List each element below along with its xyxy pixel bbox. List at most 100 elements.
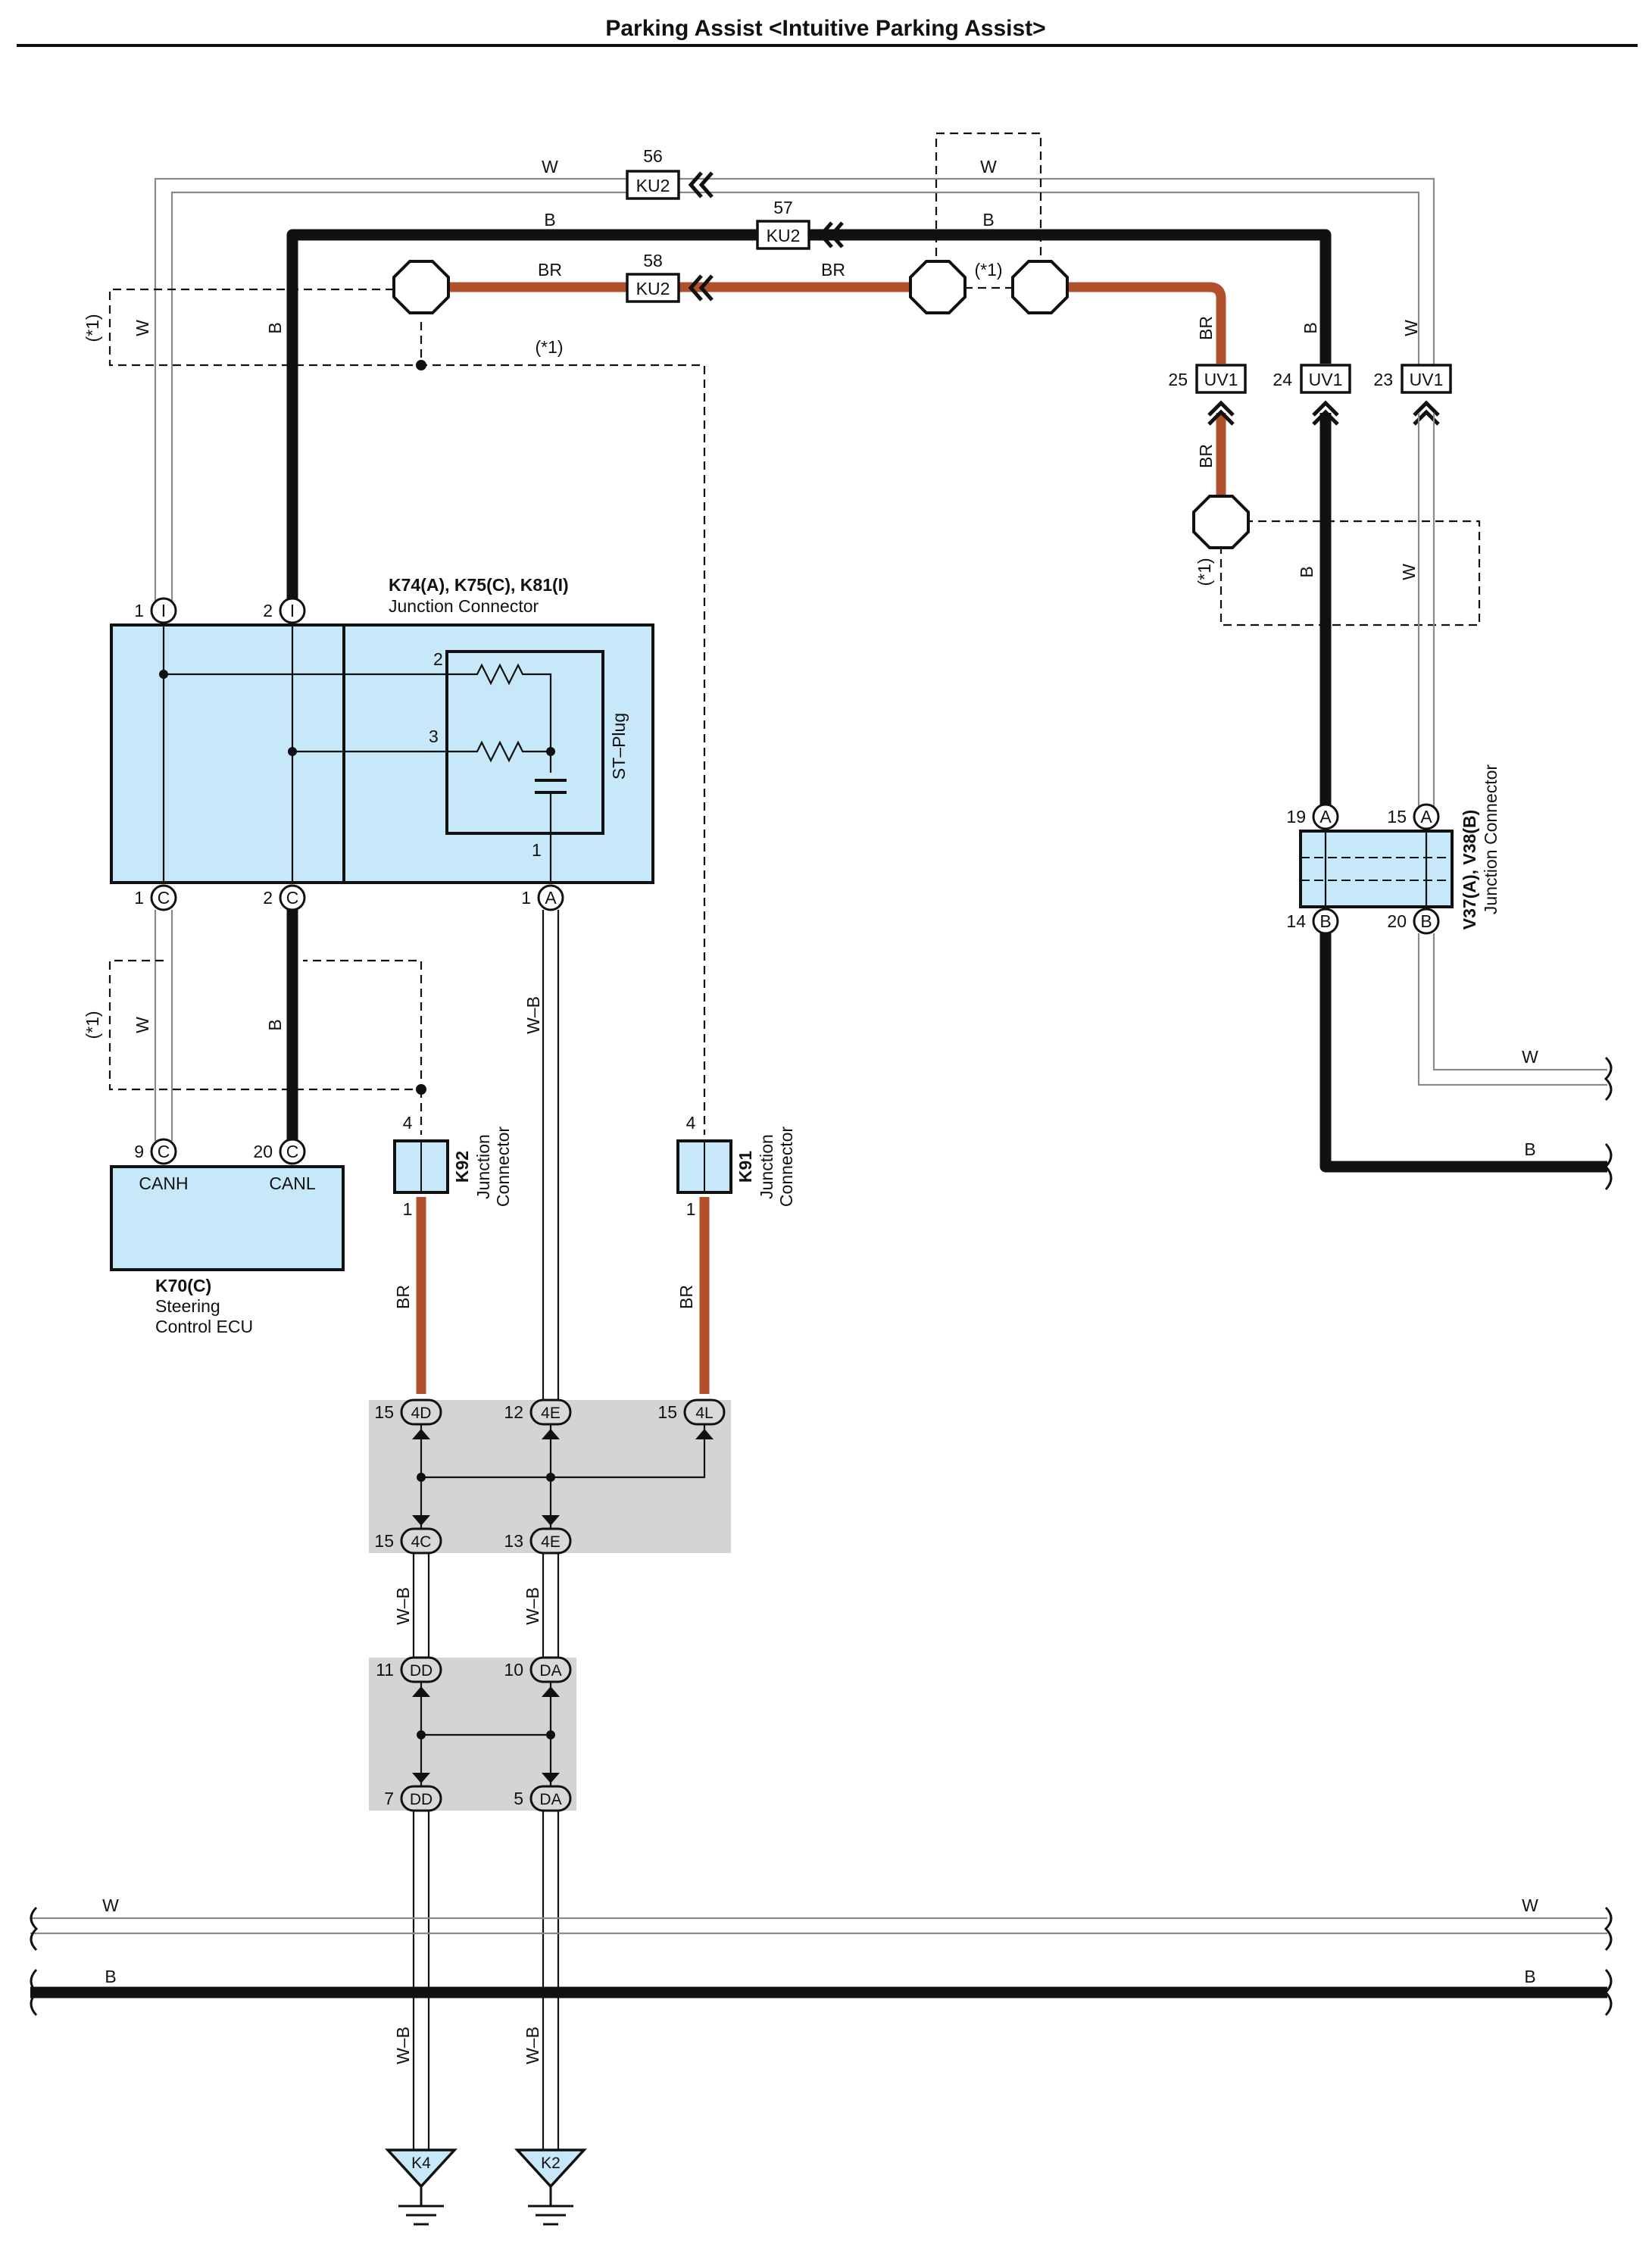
svg-text:I: I xyxy=(290,601,295,620)
label-wb-k74: W–B xyxy=(523,996,543,1034)
label-b-right-exit: B xyxy=(1524,1139,1535,1159)
v38-pin-14b: B 14 xyxy=(1286,908,1339,935)
k70-desc-1: Steering xyxy=(155,1296,220,1316)
k74-desc: Junction Connector xyxy=(389,596,539,616)
svg-text:4E: 4E xyxy=(541,1533,561,1551)
svg-text:24: 24 xyxy=(1273,370,1292,389)
ku2-connector-58: KU2 58 xyxy=(626,251,714,303)
ground-k2: K2 xyxy=(514,2148,587,2226)
svg-text:14: 14 xyxy=(1286,911,1306,931)
k74-pin-1-top: I 1 xyxy=(134,597,177,624)
label-w-right-1: W xyxy=(1401,320,1421,336)
label-b-top-right: B xyxy=(982,210,994,230)
junction2-pin-da-top: DA 10 xyxy=(504,1656,572,1683)
uv1-connector-24: UV1 24 xyxy=(1273,364,1351,426)
bus-break-left-b xyxy=(30,1968,39,2017)
label-br-k91: BR xyxy=(676,1285,696,1309)
svg-text:20: 20 xyxy=(1387,911,1407,931)
svg-text:57: 57 xyxy=(773,198,793,217)
bus-break-left-w xyxy=(30,1906,39,1952)
wire-wb-j1-j2-right xyxy=(542,1553,560,1658)
svg-text:A: A xyxy=(545,888,557,908)
svg-text:7: 7 xyxy=(384,1789,394,1808)
break-right-b xyxy=(1604,1142,1613,1191)
label-b-left-top: B xyxy=(265,322,285,333)
svg-text:UV1: UV1 xyxy=(1309,370,1343,389)
svg-text:4C: 4C xyxy=(411,1533,432,1551)
label-br-right-2: BR xyxy=(1196,444,1216,468)
break-right-w xyxy=(1604,1056,1613,1102)
svg-text:13: 13 xyxy=(504,1531,523,1551)
label-wb-j1-right: W–B xyxy=(523,1587,542,1625)
svg-text:K4: K4 xyxy=(411,2155,431,2172)
label-wb-ground-right: W–B xyxy=(523,2027,542,2064)
label-wb-ground-left: W–B xyxy=(393,2027,413,2064)
svg-text:KU2: KU2 xyxy=(767,226,801,245)
k92-junction-connector: 4 1 K92 Junction Connector xyxy=(393,1113,513,1219)
svg-text:10: 10 xyxy=(504,1660,523,1680)
svg-text:KU2: KU2 xyxy=(636,279,670,298)
svg-text:23: 23 xyxy=(1373,370,1393,389)
junction1-pin-4d: 4D 15 xyxy=(374,1398,442,1426)
svg-text:C: C xyxy=(158,1142,170,1161)
junction2-pin-da-bottom: DA 5 xyxy=(514,1785,572,1812)
junction2-pin-dd-top: DD 11 xyxy=(376,1656,442,1683)
svg-text:20: 20 xyxy=(253,1142,273,1161)
svg-text:4D: 4D xyxy=(411,1405,432,1422)
k74-junction-connector: 2 3 1 ST–Plug xyxy=(110,623,654,884)
svg-text:4E: 4E xyxy=(541,1405,561,1422)
k70-steering-ecu: CANH CANL xyxy=(110,1165,345,1271)
wire-w-top-outer xyxy=(154,177,1435,611)
svg-text:CANL: CANL xyxy=(269,1173,316,1193)
junction-block-2 xyxy=(369,1658,576,1811)
svg-text:1: 1 xyxy=(521,888,531,908)
svg-text:Connector: Connector xyxy=(776,1127,796,1207)
svg-text:UV1: UV1 xyxy=(1204,370,1238,389)
svg-text:15: 15 xyxy=(657,1402,677,1422)
shield-right xyxy=(1219,520,1481,627)
svg-text:3: 3 xyxy=(429,727,439,746)
label-b-bus-left: B xyxy=(105,1967,116,1986)
label-w-top-right: W xyxy=(980,157,997,177)
k74-pin-1a: A 1 xyxy=(521,884,564,911)
k70-name: K70(C) xyxy=(155,1276,211,1295)
label-note-right: (*1) xyxy=(1194,558,1214,586)
junction-block-1 xyxy=(369,1400,731,1553)
svg-text:DA: DA xyxy=(539,1791,561,1808)
svg-text:25: 25 xyxy=(1168,370,1188,389)
svg-text:4L: 4L xyxy=(695,1405,713,1422)
svg-text:4: 4 xyxy=(686,1113,696,1133)
k74-name: K74(A), K75(C), K81(I) xyxy=(389,575,569,595)
label-br-top-left: BR xyxy=(538,260,562,280)
svg-text:2: 2 xyxy=(263,888,273,908)
svg-text:C: C xyxy=(158,888,170,908)
label-b-right-1: B xyxy=(1301,322,1320,333)
label-w-right-exit: W xyxy=(1522,1047,1538,1067)
junction1-pin-4e-top: 4E 12 xyxy=(504,1398,572,1426)
label-note-left-bottom: (*1) xyxy=(83,1011,102,1039)
svg-text:1: 1 xyxy=(134,601,144,620)
svg-text:Junction Connector: Junction Connector xyxy=(1481,764,1501,915)
svg-text:C: C xyxy=(286,888,299,908)
bus-break-right-w xyxy=(1604,1906,1613,1952)
label-w-left-top: W xyxy=(133,320,152,336)
bus-break-right-b xyxy=(1604,1968,1613,2017)
svg-text:CANH: CANH xyxy=(139,1173,188,1193)
wire-w-top-inner xyxy=(170,191,1420,611)
splice-br-1 xyxy=(392,260,450,314)
k74-pin-1c: C 1 xyxy=(134,884,177,911)
k74-pin-2c: C 2 xyxy=(263,884,306,911)
wire-b-right-exit xyxy=(1319,933,1607,1173)
svg-text:I: I xyxy=(161,601,166,620)
svg-text:Junction: Junction xyxy=(757,1134,776,1199)
label-w-left-bottom: W xyxy=(133,1017,152,1033)
svg-text:2: 2 xyxy=(433,649,443,669)
svg-text:Junction: Junction xyxy=(473,1134,493,1199)
label-b-left-bottom: B xyxy=(265,1019,285,1030)
label-br-top-right: BR xyxy=(821,260,845,280)
ground-k4: K4 xyxy=(385,2148,458,2226)
wire-wb-j1-j2-left xyxy=(412,1553,430,1658)
svg-text:K92: K92 xyxy=(452,1151,472,1183)
shield-drain-k91 xyxy=(420,322,706,1135)
